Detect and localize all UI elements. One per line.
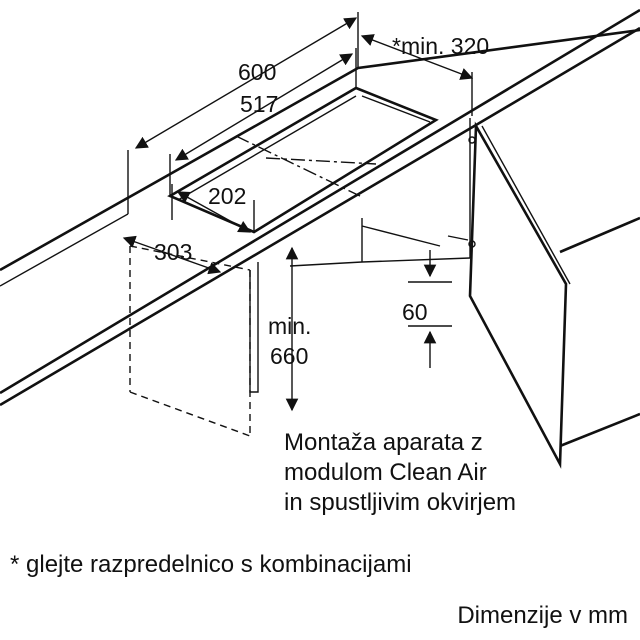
units-note: Dimenzije v mm [457,602,628,629]
dim-height-min-label: min. [268,313,311,339]
base-cabinet [129,118,471,437]
caption-line-3: in spustljivim okvirjem [284,489,516,516]
caption-line-1: Montaža aparata z [284,429,483,456]
dim-offset-label: 60 [402,299,428,325]
caption-line-2: modulom Clean Air [284,459,487,486]
dim-depth-label: 303 [154,239,192,265]
cabinet-door [447,121,571,469]
footnote: * glejte razpredelnico s kombinacijami [10,551,412,578]
worktop [0,8,640,407]
dimension-lines [122,12,474,412]
dim-cutout-width-label: 202 [208,183,246,209]
wall-outline [559,216,640,448]
dim-cutout-length-label: 517 [240,91,278,117]
dim-width-label: 600 [238,59,276,85]
dim-clearance-label: *min. 320 [392,33,489,59]
dim-height-value-label: 660 [270,343,308,369]
